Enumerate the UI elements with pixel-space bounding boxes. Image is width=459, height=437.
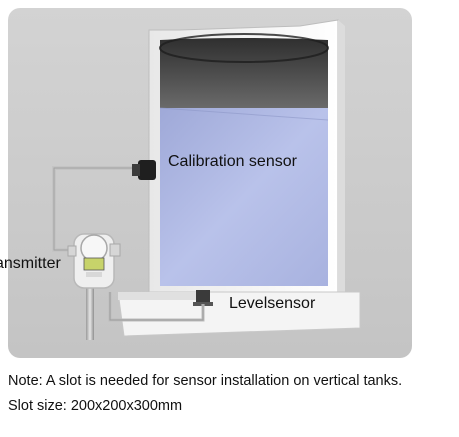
level-sensor (193, 290, 213, 306)
calibration-sensor-label: Calibration sensor (168, 153, 297, 170)
transmitter-pole (86, 286, 94, 340)
liquid (160, 108, 328, 286)
slot-size-note: Slot size: 200x200x300mm (8, 398, 183, 414)
tank (148, 19, 345, 296)
tank-interior (160, 38, 328, 108)
installation-note: Note: A slot is needed for sensor instal… (8, 373, 403, 389)
level-sensor-label: Levelsensor (229, 295, 316, 312)
transmitter-label: ansmitter (0, 255, 61, 272)
calibration-sensor (132, 160, 156, 180)
transmitter (67, 233, 121, 289)
